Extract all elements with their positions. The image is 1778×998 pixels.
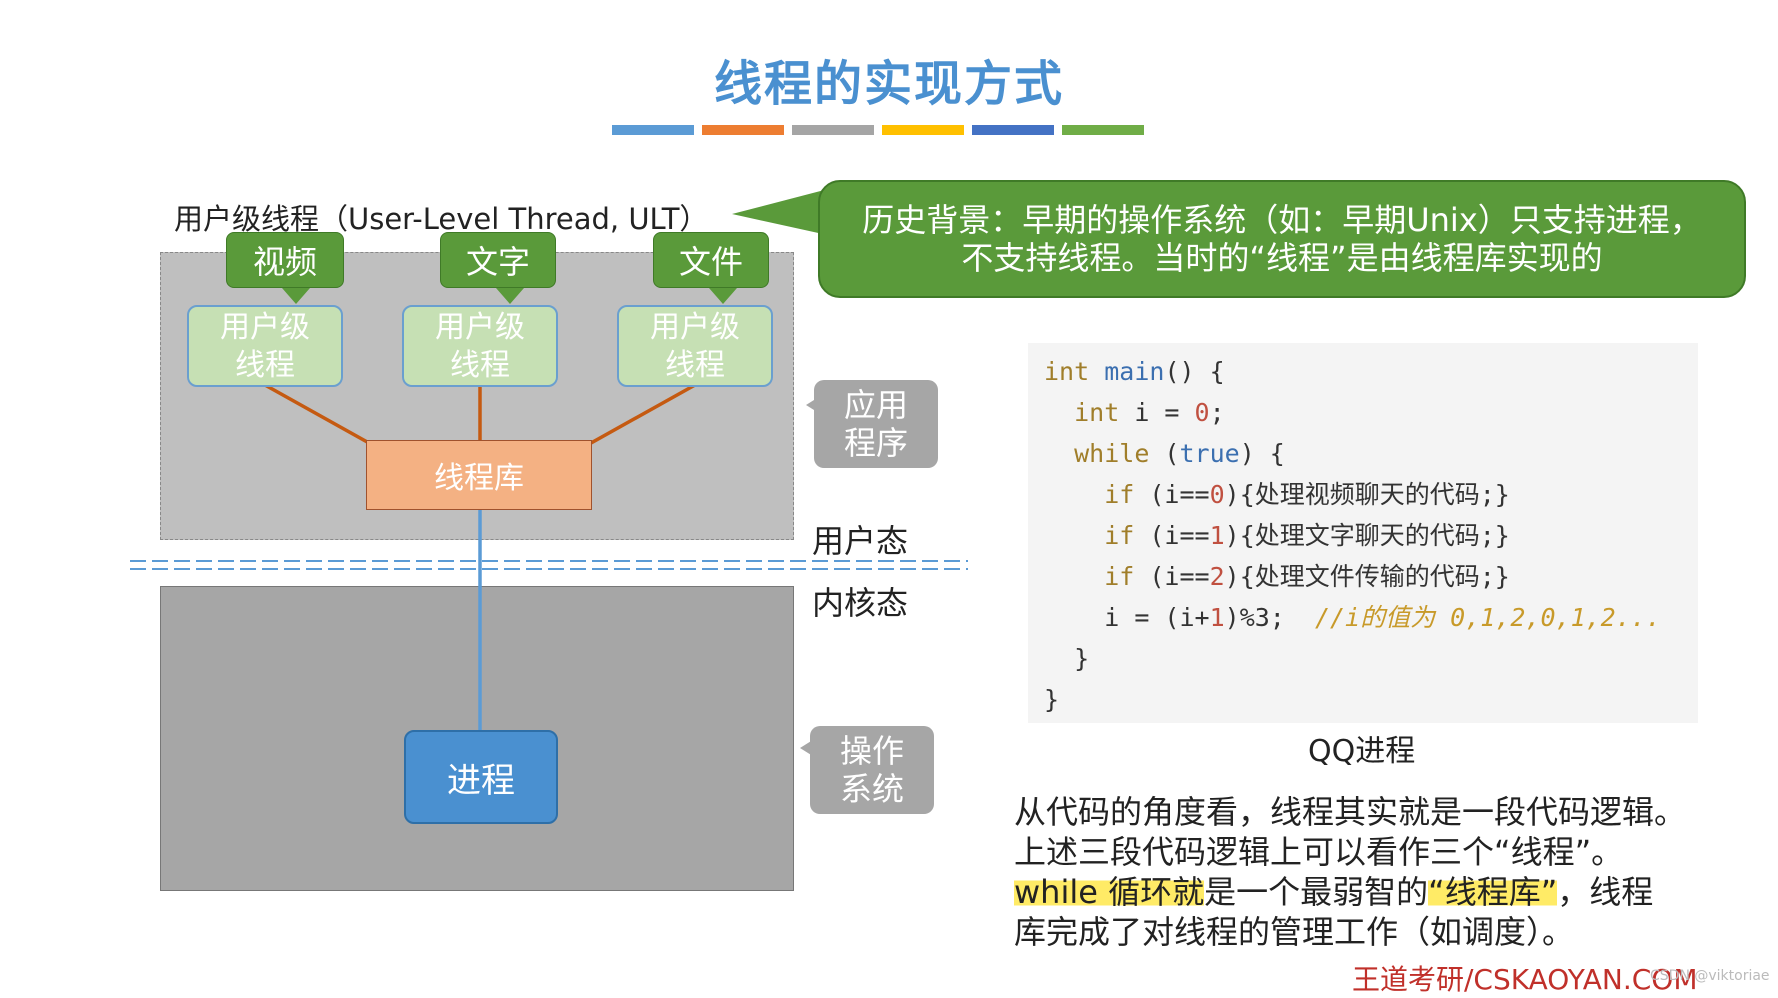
user-thread-label: 线程 — [235, 348, 295, 383]
paragraph-line: 上述三段代码逻辑上可以看作三个“线程”。 — [1014, 833, 1624, 871]
callout-pointer — [732, 188, 832, 236]
tag-file: 文件 — [653, 232, 769, 304]
code-token: 1 — [1209, 521, 1225, 550]
code-token: true — [1179, 439, 1240, 468]
tag-video: 视频 — [226, 232, 344, 304]
tag-pointer — [709, 288, 737, 304]
code-line: while (true) { — [1044, 433, 1698, 474]
paragraph-text: 是一个最弱智的 — [1204, 873, 1429, 911]
tag-label: 文字 — [440, 232, 556, 288]
code-line: } — [1044, 679, 1698, 720]
user-thread-box: 用户级 线程 — [402, 305, 558, 387]
code-token: 2 — [1209, 562, 1225, 591]
code-token: int — [1074, 398, 1120, 427]
tag-pointer — [496, 288, 524, 304]
code-token: ) { — [1239, 439, 1285, 468]
code-token: 0 — [1194, 398, 1210, 427]
code-token: ){处理文字聊天的代码;} — [1224, 521, 1510, 550]
code-token: while — [1074, 439, 1150, 468]
user-thread-label: 用户级 — [435, 310, 525, 345]
code-token: if — [1104, 521, 1135, 550]
os-callout: 操作 系统 — [810, 726, 934, 814]
code-line: if (i==0){处理视频聊天的代码;} — [1044, 474, 1698, 515]
paragraph-line: 从代码的角度看，线程其实就是一段代码逻辑。 — [1014, 793, 1687, 831]
code-token: ; — [1209, 398, 1225, 427]
code-line: int main() { — [1044, 351, 1698, 392]
code-token: if — [1104, 562, 1135, 591]
accent-bar — [1062, 125, 1144, 135]
code-token: i = (i+ — [1104, 603, 1210, 632]
paragraph-line: while 循环就是一个最弱智的“线程库”，线程 — [1014, 872, 1734, 912]
code-token: )%3; — [1224, 603, 1315, 632]
thread-library-box: 线程库 — [366, 440, 592, 510]
highlighted-text: “线程库” — [1428, 873, 1558, 911]
app-callout: 应用 程序 — [814, 380, 938, 468]
accent-bar — [702, 125, 784, 135]
code-block: int main() { int i = 0; while (true) { i… — [1028, 343, 1698, 723]
page-title: 线程的实现方式 — [713, 56, 1064, 112]
code-token: (i== — [1134, 480, 1210, 509]
user-thread-label: 线程 — [450, 348, 510, 383]
code-line: i = (i+1)%3; //i的值为 0,1,2,0,1,2... — [1044, 597, 1698, 638]
user-thread-label: 用户级 — [220, 310, 310, 345]
tag-pointer — [282, 288, 310, 304]
code-comment: //i的值为 0,1,2,0,1,2... — [1314, 603, 1661, 632]
user-thread-label: 线程 — [665, 348, 725, 383]
code-token: (i== — [1134, 521, 1210, 550]
ult-label: 用户级线程（User-Level Thread, ULT） — [174, 202, 709, 236]
accent-bar — [612, 125, 694, 135]
code-token: if — [1104, 480, 1135, 509]
code-token: (i== — [1134, 562, 1210, 591]
code-token: ){处理视频聊天的代码;} — [1224, 480, 1510, 509]
history-line: 不支持线程。当时的“线程”是由线程库实现的 — [961, 239, 1603, 277]
brand-text: 王道考研/CSKAOYAN.COM — [1352, 963, 1698, 996]
kernel-mode-label: 内核态 — [812, 584, 909, 622]
code-token: 1 — [1209, 603, 1225, 632]
tag-text: 文字 — [440, 232, 556, 304]
code-caption: QQ进程 — [1308, 734, 1416, 769]
process-box: 进程 — [404, 730, 558, 824]
code-token: main — [1104, 357, 1165, 386]
code-line: if (i==1){处理文字聊天的代码;} — [1044, 515, 1698, 556]
user-thread-box: 用户级 线程 — [617, 305, 773, 387]
accent-bar — [972, 125, 1054, 135]
code-line: } — [1044, 638, 1698, 679]
os-callout-label: 系统 — [839, 770, 904, 808]
code-token: } — [1074, 644, 1090, 673]
code-token: ){处理文件传输的代码;} — [1224, 562, 1510, 591]
paragraph-text: ，线程 — [1557, 873, 1654, 911]
code-line: int i = 0; — [1044, 392, 1698, 433]
code-token: } — [1044, 685, 1060, 714]
highlighted-text: while 循环就 — [1014, 873, 1205, 911]
history-line: 历史背景：早期的操作系统（如：早期Unix）只支持进程， — [862, 201, 1702, 239]
explanation-paragraph: 从代码的角度看，线程其实就是一段代码逻辑。 上述三段代码逻辑上可以看作三个“线程… — [1014, 792, 1734, 952]
accent-bar — [792, 125, 874, 135]
app-callout-label: 程序 — [843, 424, 908, 462]
history-callout: 历史背景：早期的操作系统（如：早期Unix）只支持进程， 不支持线程。当时的“线… — [818, 180, 1746, 298]
paragraph-line: 库完成了对线程的管理工作（如调度）。 — [1014, 913, 1575, 951]
user-mode-label: 用户态 — [812, 522, 909, 560]
code-token: () { — [1164, 357, 1225, 386]
code-line: if (i==2){处理文件传输的代码;} — [1044, 556, 1698, 597]
accent-bar — [882, 125, 964, 135]
user-thread-box: 用户级 线程 — [187, 305, 343, 387]
app-callout-label: 应用 — [843, 386, 908, 424]
watermark: CSDN @viktoriae — [1650, 968, 1770, 984]
code-token: ( — [1149, 439, 1180, 468]
user-thread-label: 用户级 — [650, 310, 740, 345]
code-token: i = — [1119, 398, 1195, 427]
tag-label: 文件 — [653, 232, 769, 288]
code-token: 0 — [1209, 480, 1225, 509]
tag-label: 视频 — [226, 232, 344, 288]
accent-bar-strip — [612, 125, 1144, 135]
os-callout-label: 操作 — [839, 732, 904, 770]
code-token: int — [1044, 357, 1090, 386]
